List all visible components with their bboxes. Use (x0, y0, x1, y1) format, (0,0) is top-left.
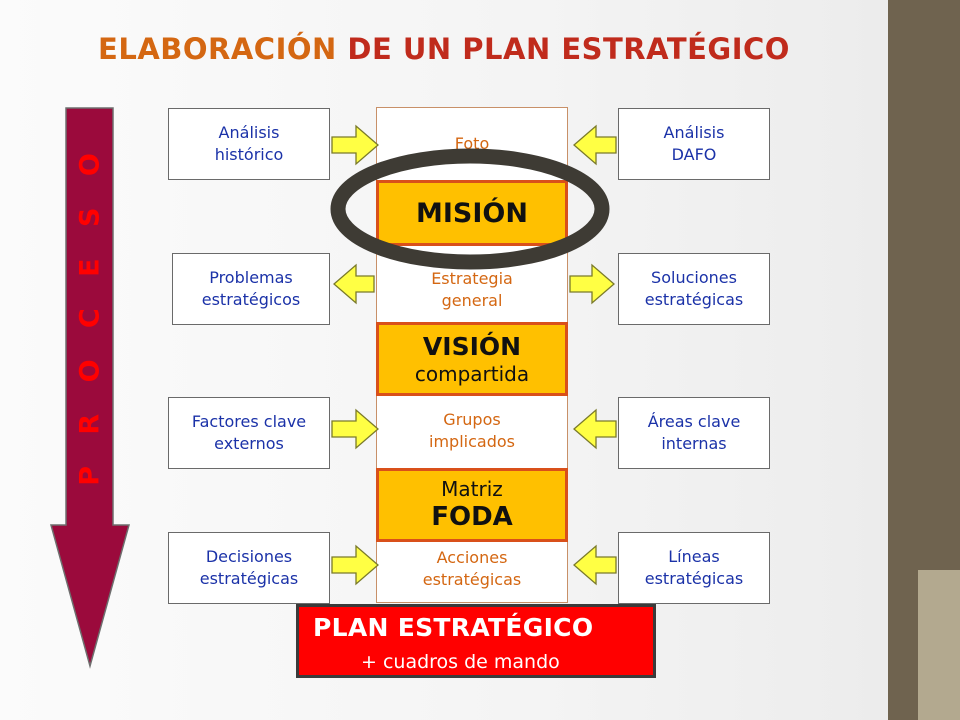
title-part-2: DE UN PLAN ESTRATÉGICO (336, 32, 790, 66)
title-part-1: ELABORACIÓN (98, 32, 337, 66)
vision-label: VISIÓN (422, 331, 522, 361)
mision-highlight-ring (330, 148, 610, 270)
mision-label: MISIÓN (416, 197, 528, 229)
arrow-left-4 (573, 544, 617, 586)
center-item-foto: Foto (454, 133, 490, 153)
center-item-acciones-estrategicas: Acciones estratégicas (422, 547, 522, 589)
right-box-analisis-dafo: Análisis DAFO (618, 108, 770, 180)
left-box-analisis-historico: Análisis histórico (168, 108, 330, 180)
right-box-areas-clave-internas: Áreas clave internas (618, 397, 770, 469)
arrow-out-left-2 (333, 263, 375, 305)
plan-title: PLAN ESTRATÉGICO (313, 613, 594, 642)
right-box-lineas-estrategicas: Líneas estratégicas (618, 532, 770, 604)
foda-label: FODA (431, 501, 513, 532)
slide-title: ELABORACIÓN DE UN PLAN ESTRATÉGICO (0, 32, 888, 66)
vision-box: VISIÓN compartida (376, 322, 568, 396)
arrow-left-1 (573, 124, 617, 166)
left-box-decisiones-estrategicas: Decisiones estratégicas (168, 532, 330, 604)
center-item-grupos-implicados: Grupos implicados (429, 409, 515, 451)
arrow-right-1 (331, 124, 379, 166)
center-item-estrategia-general: Estrategia general (431, 268, 513, 310)
matriz-label: Matriz (441, 476, 503, 501)
arrow-right-3 (331, 408, 379, 450)
left-box-factores-clave-externos: Factores clave externos (168, 397, 330, 469)
vision-sub-label: compartida (414, 361, 530, 386)
left-box-problemas-estrategicos: Problemas estratégicos (172, 253, 330, 325)
plan-estrategico-box: PLAN ESTRATÉGICO + cuadros de mando (296, 604, 656, 678)
right-box-soluciones-estrategicas: Soluciones estratégicas (618, 253, 770, 325)
foda-box: Matriz FODA (376, 468, 568, 542)
mision-box: MISIÓN (376, 180, 568, 246)
arrow-out-right-2 (569, 263, 615, 305)
side-bar-light (918, 570, 960, 720)
arrow-right-4 (331, 544, 379, 586)
process-arrow-shape (50, 107, 130, 669)
arrow-left-3 (573, 408, 617, 450)
plan-subtitle: + cuadros de mando (361, 651, 560, 673)
